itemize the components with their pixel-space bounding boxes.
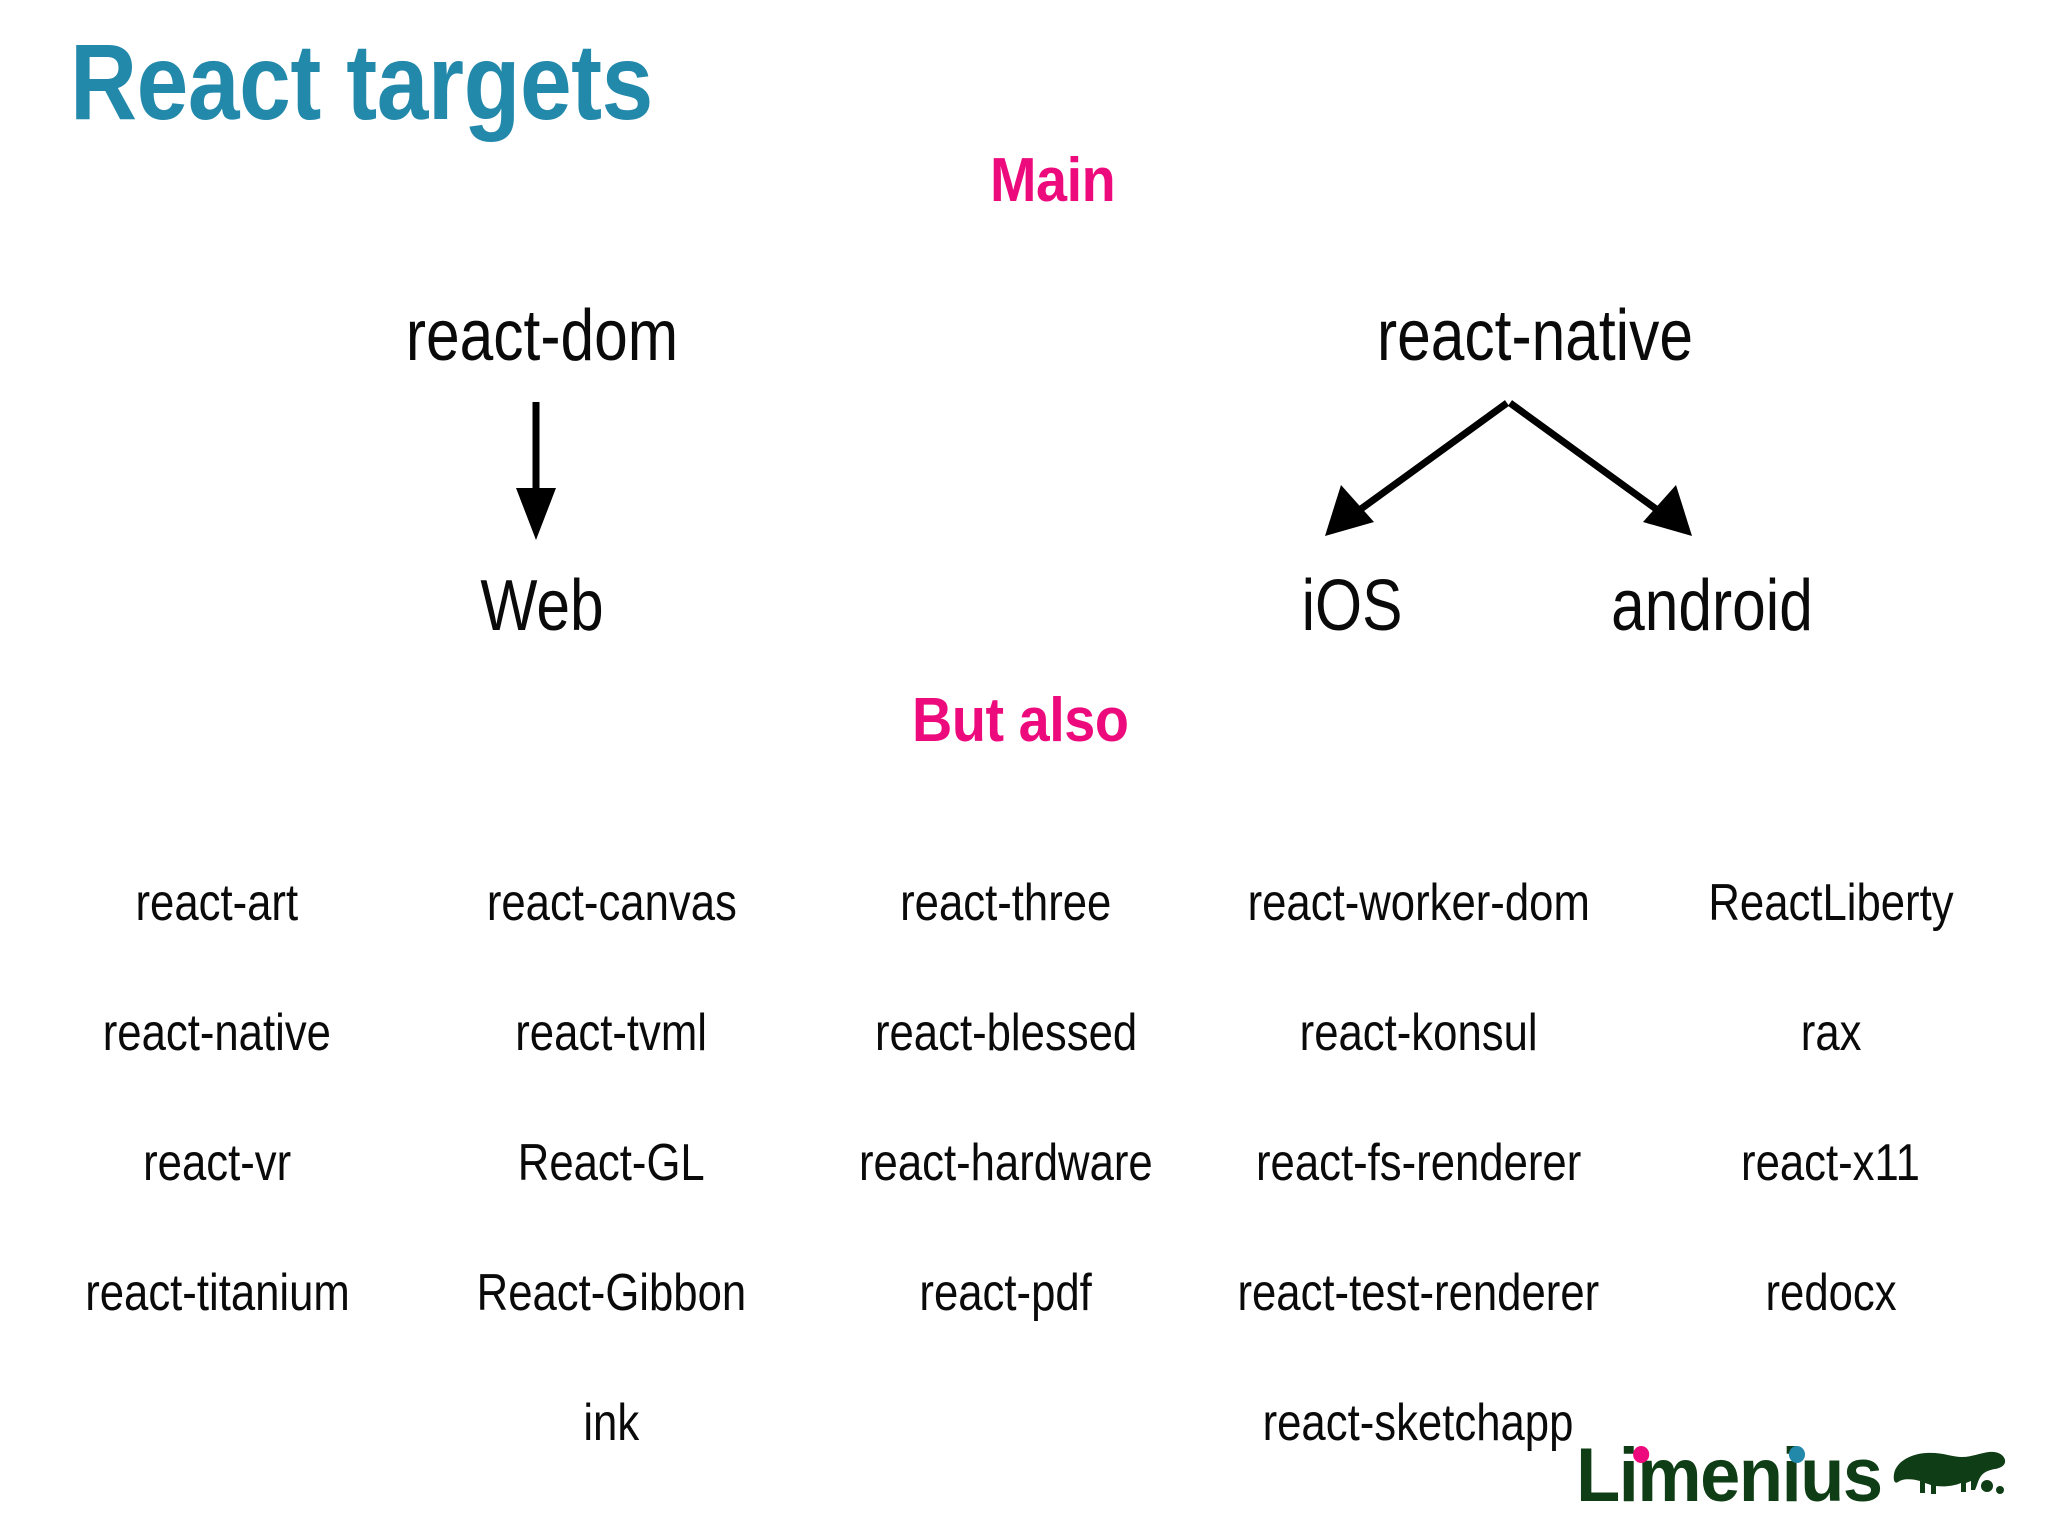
package-name: react-fs-renderer bbox=[1203, 1098, 1634, 1228]
package-name: react-blessed bbox=[809, 968, 1203, 1098]
package-label: react-native bbox=[103, 1004, 332, 1062]
logo-dot-pink-icon bbox=[1633, 1446, 1650, 1463]
package-name: React-GL bbox=[414, 1098, 808, 1228]
package-name: react-hardware bbox=[809, 1098, 1203, 1228]
package-label: React-Gibbon bbox=[476, 1264, 747, 1322]
package-name: react-vr bbox=[20, 1098, 414, 1228]
package-name: react-tvml bbox=[414, 968, 808, 1098]
package-label: react-art bbox=[135, 874, 299, 932]
package-name: redocx bbox=[1634, 1228, 2028, 1358]
package-label: react-tvml bbox=[515, 1004, 708, 1062]
package-label: react-canvas bbox=[486, 874, 737, 932]
package-label: react-test-renderer bbox=[1237, 1264, 1600, 1322]
package-name: react-native bbox=[20, 968, 414, 1098]
arrow-down-react-dom-to-web bbox=[516, 402, 556, 540]
package-label: react-x11 bbox=[1741, 1134, 1921, 1192]
package-label: rax bbox=[1800, 1004, 1862, 1062]
package-name: react-titanium bbox=[20, 1228, 414, 1358]
logo-dot-blue-icon bbox=[1789, 1446, 1806, 1463]
diagram-node-web: Web bbox=[480, 566, 604, 646]
package-name: React-Gibbon bbox=[414, 1228, 808, 1358]
package-label: react-pdf bbox=[919, 1264, 1093, 1322]
diagram-node-react-dom: react-dom bbox=[405, 296, 679, 376]
package-name-empty bbox=[20, 1358, 414, 1488]
arrow-react-native-to-ios bbox=[1325, 400, 1510, 536]
package-label: react-hardware bbox=[858, 1134, 1153, 1192]
diagram-node-ios: iOS bbox=[1301, 566, 1403, 646]
limenius-wordmark: Limenius bbox=[1576, 1438, 1883, 1514]
package-name: react-pdf bbox=[809, 1228, 1203, 1358]
package-label: react-konsul bbox=[1299, 1004, 1538, 1062]
limenius-wordmark-text: Limenius bbox=[1576, 1433, 1883, 1518]
package-label: react-fs-renderer bbox=[1255, 1134, 1581, 1192]
package-label: react-vr bbox=[143, 1134, 292, 1192]
package-grid: react-art react-canvas react-three react… bbox=[20, 838, 2028, 1488]
section-label-main: Main bbox=[990, 146, 1116, 215]
limenius-logo: Limenius bbox=[1560, 1418, 2006, 1514]
package-name: react-konsul bbox=[1203, 968, 1634, 1098]
package-name: react-three bbox=[809, 838, 1203, 968]
package-name-empty bbox=[809, 1358, 1203, 1488]
package-name: react-art bbox=[20, 838, 414, 968]
package-label: react-worker-dom bbox=[1247, 874, 1590, 932]
package-label: react-titanium bbox=[84, 1264, 350, 1322]
package-label: react-three bbox=[900, 874, 1112, 932]
package-name: react-x11 bbox=[1634, 1098, 2028, 1228]
package-label: react-blessed bbox=[874, 1004, 1137, 1062]
package-label: redocx bbox=[1765, 1264, 1897, 1322]
package-name: react-sketchapp bbox=[1203, 1358, 1634, 1488]
arrow-react-native-to-android bbox=[1507, 400, 1692, 536]
bison-icon bbox=[1893, 1451, 2006, 1494]
diagram-node-react-native: react-native bbox=[1377, 296, 1693, 376]
package-name: react-test-renderer bbox=[1203, 1228, 1634, 1358]
package-name: ink bbox=[414, 1358, 808, 1488]
package-name: react-canvas bbox=[414, 838, 808, 968]
package-label: ReactLiberty bbox=[1708, 874, 1954, 932]
page-title: React targets bbox=[70, 21, 653, 142]
package-name: rax bbox=[1634, 968, 2028, 1098]
diagram-node-android: android bbox=[1611, 566, 1813, 646]
package-name: ReactLiberty bbox=[1634, 838, 2028, 968]
package-label: react-sketchapp bbox=[1262, 1394, 1574, 1452]
package-name: react-worker-dom bbox=[1203, 838, 1634, 968]
section-label-but-also: But also bbox=[912, 686, 1129, 755]
package-label: ink bbox=[583, 1394, 640, 1452]
package-label: React-GL bbox=[518, 1134, 705, 1192]
